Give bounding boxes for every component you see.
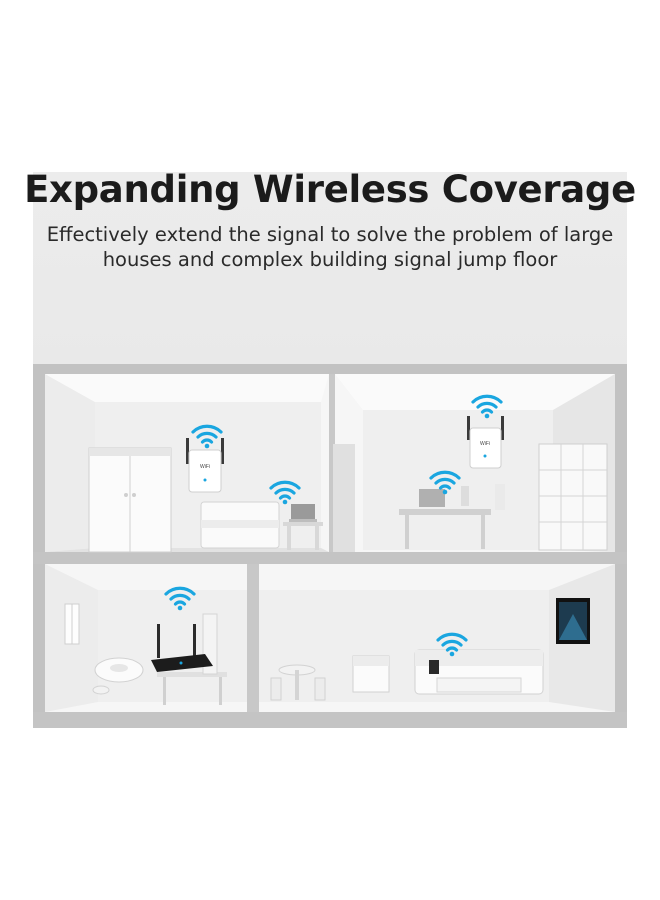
armchair bbox=[352, 655, 390, 693]
bookshelf bbox=[538, 443, 608, 551]
house-illustration: WiFi WiFi bbox=[33, 364, 627, 728]
wifi-extender-upper-left: WiFi bbox=[186, 438, 224, 493]
side-table bbox=[270, 664, 326, 701]
wall-tv bbox=[556, 598, 590, 644]
dining-table-upper-right bbox=[399, 484, 505, 549]
router bbox=[151, 624, 213, 672]
floor-slab bbox=[33, 552, 627, 564]
doorway bbox=[333, 444, 355, 552]
page-title: Expanding Wireless Coverage bbox=[24, 168, 636, 211]
desk-upper-left bbox=[283, 504, 323, 550]
svg-text:WiFi: WiFi bbox=[200, 464, 210, 470]
sofa bbox=[414, 649, 544, 695]
window-lower-left bbox=[64, 603, 80, 645]
pouf bbox=[92, 657, 144, 695]
wardrobe bbox=[88, 447, 172, 553]
room-lower-left bbox=[45, 564, 247, 712]
page-subtitle: Effectively extend the signal to solve t… bbox=[46, 223, 614, 271]
svg-text:WiFi: WiFi bbox=[480, 441, 490, 447]
wifi-extender-upper-right: WiFi bbox=[467, 416, 504, 469]
bed bbox=[200, 501, 280, 549]
